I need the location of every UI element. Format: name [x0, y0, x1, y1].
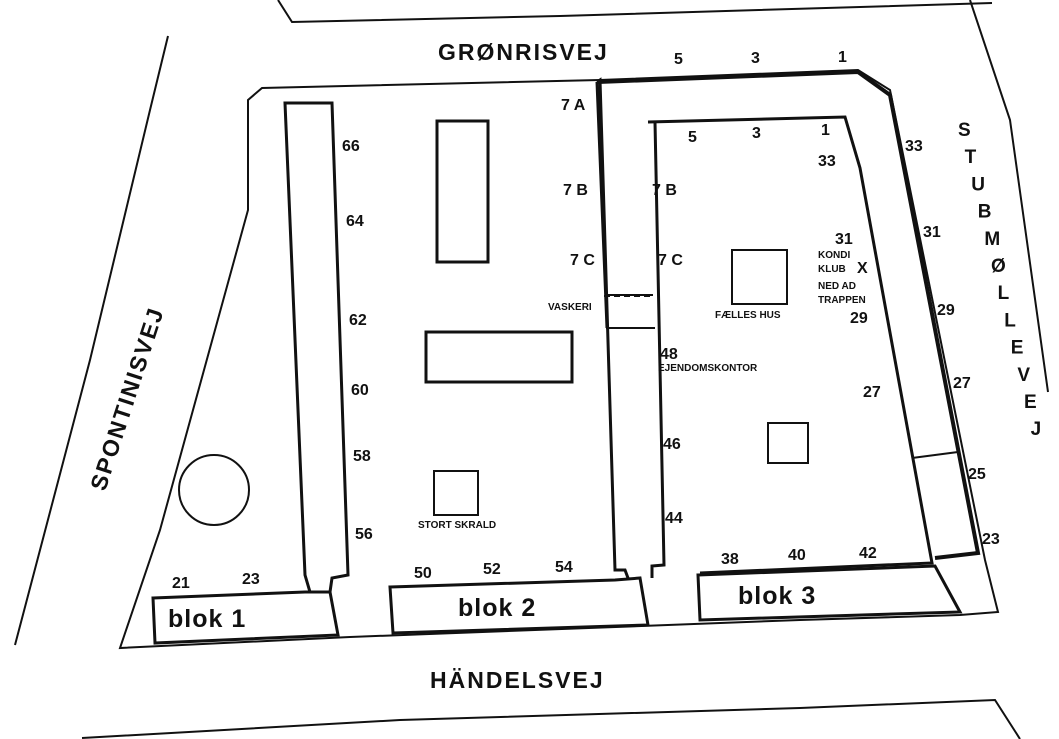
courtyard-small-box — [767, 422, 809, 464]
house-number: 3 — [752, 125, 761, 142]
house-number: 58 — [353, 448, 371, 465]
east-block-outer — [597, 69, 981, 560]
street-east-letter: L — [998, 283, 1010, 304]
house-number: 40 — [788, 547, 806, 564]
house-number: 54 — [555, 559, 573, 576]
house-number: 7 C — [570, 252, 595, 269]
street-east-letter: L — [1004, 310, 1016, 331]
house-number: 1 — [838, 49, 847, 66]
house-number: 7 B — [652, 182, 677, 199]
courtyard-building-north — [435, 119, 490, 264]
house-number: 56 — [355, 526, 373, 543]
south-road-edge — [81, 698, 1021, 739]
street-north-label: GRØNRISVEJ — [438, 39, 609, 65]
house-number: 29 — [850, 310, 868, 327]
house-number: 3 — [751, 50, 760, 67]
east-building-segment — [911, 451, 959, 459]
house-number: 46 — [663, 436, 681, 453]
house-number: 66 — [342, 138, 360, 155]
street-east-letter: U — [971, 174, 985, 195]
house-number: 7 A — [561, 97, 586, 114]
street-east-letter: E — [1024, 392, 1037, 413]
blok1-label: blok 1 — [168, 605, 246, 633]
house-number: 48 — [660, 346, 678, 363]
kondi-x-mark: X — [857, 260, 868, 277]
house-number: 64 — [346, 213, 364, 230]
blok1-base — [151, 590, 340, 645]
house-number: 31 — [923, 224, 941, 241]
house-number: 60 — [351, 382, 369, 399]
house-number: 23 — [982, 531, 1000, 548]
stort-skrald-label: STORT SKRALD — [418, 520, 496, 531]
ned-ad-label: NED AD — [818, 281, 856, 292]
house-number: 27 — [953, 375, 971, 392]
house-number: 29 — [937, 302, 955, 319]
house-number: 52 — [483, 561, 501, 578]
street-east-letter: Ø — [991, 256, 1006, 277]
street-east-letter: B — [978, 202, 992, 223]
house-number: 7 C — [658, 252, 683, 269]
house-number: 27 — [863, 384, 881, 401]
playground-circle — [178, 454, 250, 526]
house-number: 38 — [721, 551, 739, 568]
faelles-hus-box — [731, 249, 788, 305]
blok3-base — [696, 564, 963, 622]
vaskeri-room — [605, 294, 655, 329]
blok3-label: blok 3 — [738, 582, 816, 610]
house-number: 62 — [349, 312, 367, 329]
street-east-letter: V — [1017, 365, 1030, 386]
street-east-letter: M — [984, 229, 1000, 250]
blok1-strip — [283, 101, 350, 594]
vaskeri-label: VASKERI — [548, 302, 592, 313]
house-number: 21 — [172, 575, 190, 592]
street-east-letter: S — [958, 120, 971, 141]
kondi-label: KONDI — [818, 250, 850, 261]
street-east-letter: E — [1011, 338, 1024, 359]
blok2-label: blok 2 — [458, 594, 536, 622]
blok2-base — [388, 576, 650, 635]
house-number: 50 — [414, 565, 432, 582]
house-number: 42 — [859, 545, 877, 562]
street-east-letter: J — [1031, 419, 1042, 440]
klub-label: KLUB — [818, 264, 846, 275]
stort-skrald-box — [433, 470, 479, 516]
street-east-letter: T — [965, 147, 977, 168]
house-number: 1 — [821, 122, 830, 139]
faelles-hus-label: FÆLLES HUS — [715, 310, 781, 321]
house-number: 44 — [665, 510, 683, 527]
house-number: 33 — [905, 138, 923, 155]
trappen-label: TRAPPEN — [818, 295, 866, 306]
west-road-edge — [14, 35, 169, 646]
house-number: 33 — [818, 153, 836, 170]
road-edges — [14, 0, 1049, 739]
house-number: 5 — [674, 51, 683, 68]
house-number: 23 — [242, 571, 260, 588]
house-number: 7 B — [563, 182, 588, 199]
street-south-label: HÄNDELSVEJ — [430, 667, 605, 693]
east-block-inner — [647, 115, 934, 575]
ejendomskontor-label: EJENDOMSKONTOR — [658, 363, 758, 374]
north-road-edge — [277, 0, 993, 24]
house-number: 5 — [688, 129, 697, 146]
house-number: 31 — [835, 231, 853, 248]
east-road-edge-top — [969, 0, 1049, 393]
house-number: 25 — [968, 466, 986, 483]
courtyard-building-middle — [424, 330, 574, 384]
